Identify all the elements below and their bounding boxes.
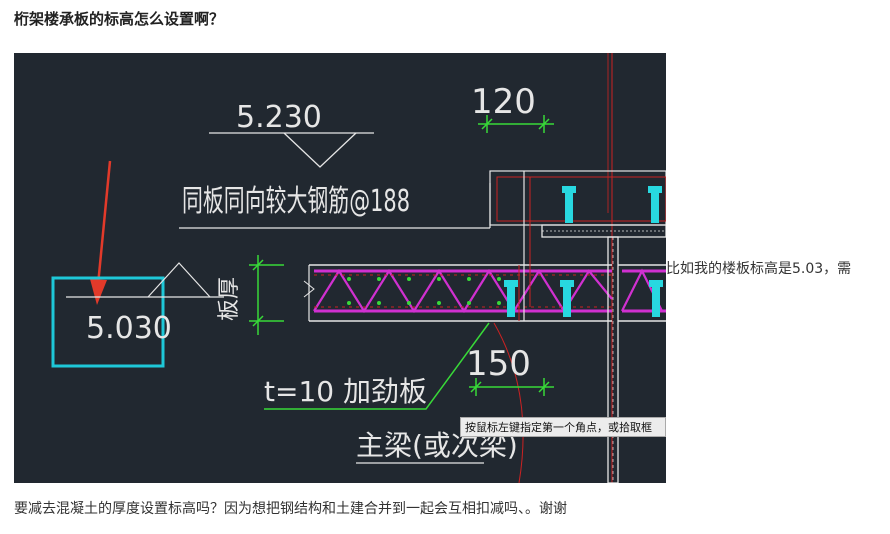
stiffener-label: t=10 加劲板 — [264, 375, 427, 408]
question-text-line2: 要减去混凝土的厚度设置标高吗？因为想把钢结构和土建合并到一起会互相扣减吗、。谢谢 — [14, 501, 567, 517]
dim-150-label: 150 — [466, 344, 531, 384]
dim-120-line — [478, 115, 554, 133]
dim-150-line — [469, 378, 554, 396]
cad-drawing-image: 120 5.230 同板同向较大钢筋@188 5.030 — [14, 53, 666, 483]
red-curve — [493, 322, 524, 483]
rebar-note-text: 同板同向较大钢筋@188 — [182, 184, 410, 219]
elevation-5030-symbol — [66, 262, 224, 298]
stiffener-leader — [264, 322, 490, 410]
shear-studs — [504, 186, 663, 317]
cad-drawing-svg: 120 5.230 同板同向较大钢筋@188 5.030 — [51, 53, 666, 483]
question-text-line1: 比如我的楼板标高是5.03，需 — [666, 261, 852, 277]
upper-slab — [489, 170, 666, 321]
elevation-5230-label: 5.230 — [236, 100, 322, 135]
rebar-dots — [347, 277, 501, 305]
dim-120-label: 120 — [471, 82, 536, 122]
question-title: 桁架楼承板的标高怎么设置啊？ — [14, 10, 225, 28]
truss-deck-slab — [303, 264, 613, 322]
highlight-box — [51, 276, 165, 368]
steel-beam — [541, 224, 666, 483]
slab-thickness-dim — [249, 255, 284, 335]
cad-tooltip: 按鼠标左键指定第一个角点，或拾取框 — [460, 417, 666, 437]
slab-thickness-label: 板厚 — [217, 277, 242, 321]
elevation-5030-label: 5.030 — [86, 311, 172, 346]
elevation-5230-symbol — [209, 132, 374, 168]
red-arrow-icon — [90, 160, 112, 305]
